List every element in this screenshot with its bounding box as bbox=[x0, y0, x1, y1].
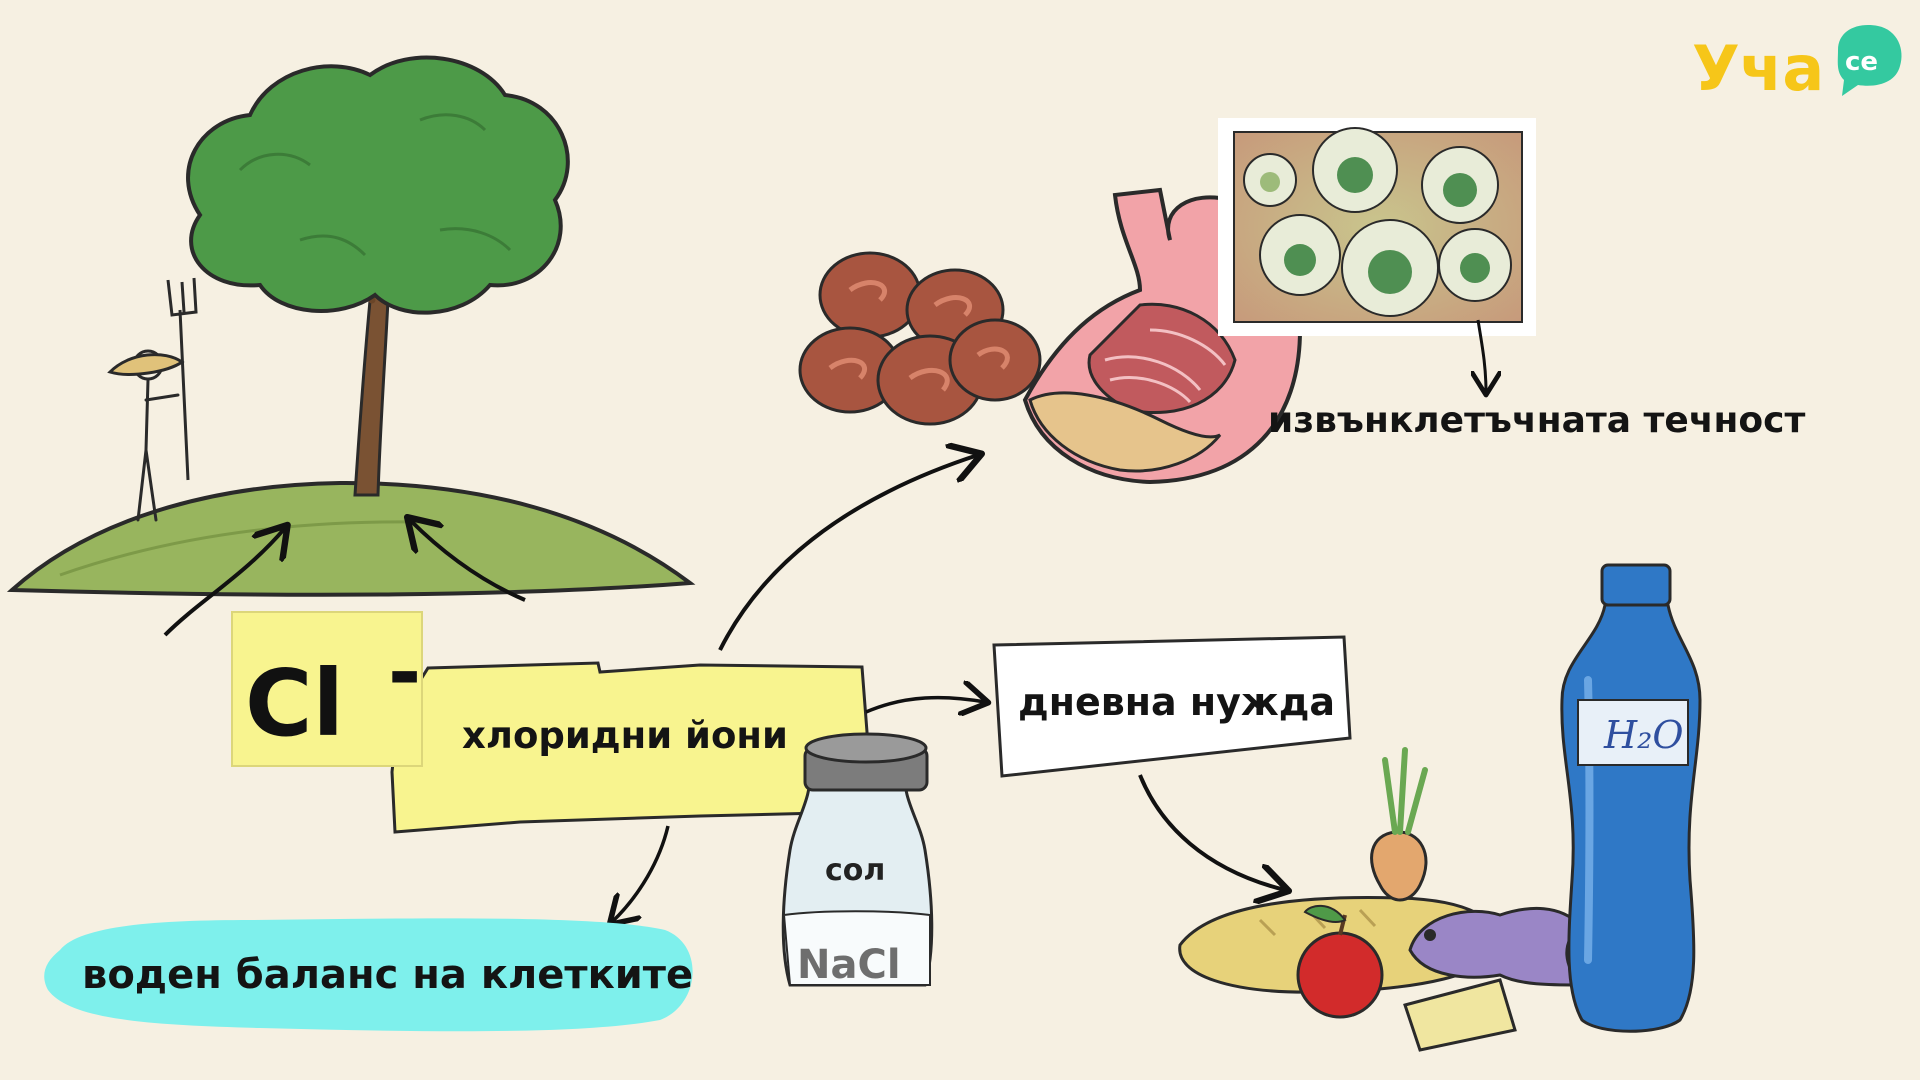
arrow-to-food bbox=[1138, 774, 1285, 890]
water-balance-label: воден баланс на клетките bbox=[82, 952, 694, 998]
daily-need-label: дневна нужда bbox=[1018, 680, 1336, 724]
arrow-to-stomach bbox=[718, 455, 978, 651]
arrow-to-daily-need bbox=[865, 698, 985, 712]
logo-speech-bubble bbox=[1837, 25, 1902, 96]
chloride-charge: - bbox=[388, 626, 421, 719]
hill-illustration bbox=[6, 480, 696, 597]
food-illustration bbox=[1178, 747, 1583, 1052]
microscope-view-illustration bbox=[1218, 118, 1536, 336]
water-bottle-illustration bbox=[1560, 563, 1702, 1033]
site-logo: Уча се bbox=[1692, 25, 1902, 105]
chloride-symbol-card bbox=[231, 611, 423, 767]
arrow-to-hill-left bbox=[163, 528, 285, 637]
arrow-to-hill-right bbox=[410, 520, 526, 602]
chloride-ions-label: хлоридни йони bbox=[462, 714, 788, 757]
water-balance-blob bbox=[44, 918, 693, 1032]
farmer-illustration bbox=[107, 277, 198, 522]
water-bottle-label: H₂O bbox=[1603, 713, 1684, 757]
daily-need-box bbox=[992, 635, 1352, 778]
chloride-symbol: Cl bbox=[245, 650, 344, 757]
chloride-ion-card: Cl - bbox=[231, 611, 870, 834]
salt-formula-label: NaCl bbox=[797, 942, 901, 988]
tree-illustration bbox=[186, 55, 570, 497]
extracellular-fluid-label: извънклетъчната течност bbox=[1268, 400, 1806, 441]
salt-label: сол bbox=[825, 853, 885, 888]
salt-shaker-illustration bbox=[781, 732, 934, 987]
arrow-to-water-balance bbox=[612, 825, 670, 922]
blood-cells-illustration bbox=[798, 251, 1042, 426]
arrow-to-extracellular-label bbox=[1478, 319, 1486, 392]
logo-text: Уча bbox=[1692, 32, 1824, 105]
logo-suffix: се bbox=[1845, 47, 1878, 77]
